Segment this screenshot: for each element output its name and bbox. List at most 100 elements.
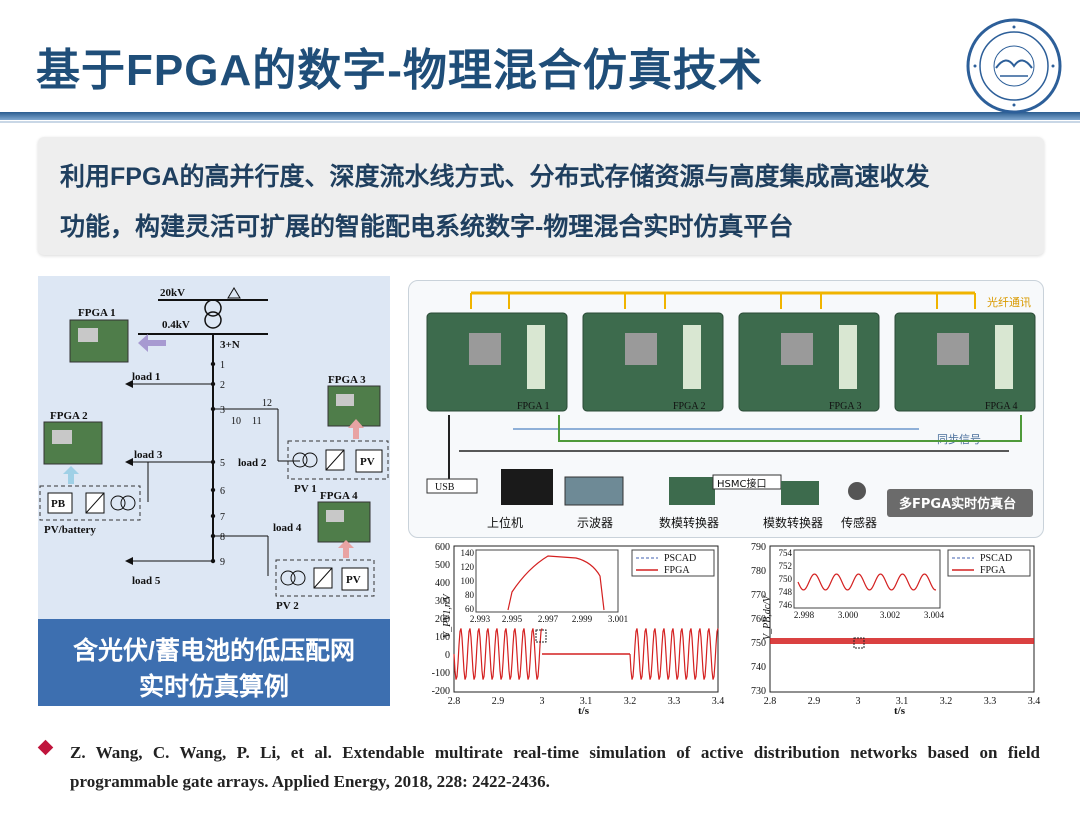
svg-text:-200: -200 xyxy=(432,686,450,697)
dac-icon xyxy=(669,477,715,505)
svg-text:10: 10 xyxy=(231,416,241,427)
svg-text:FPGA 1: FPGA 1 xyxy=(517,401,550,412)
usb-box xyxy=(426,478,478,494)
title-divider xyxy=(0,112,1080,120)
summary-box: 利用FPGA的高并行度、深度流水线方式、分布式存储资源与高度集成高速收发 功能，… xyxy=(38,137,1044,255)
caption-line-1: 含光伏/蓄电池的低压配网 xyxy=(73,637,355,665)
svg-text:7: 7 xyxy=(220,512,225,523)
label-load5: load 5 xyxy=(132,575,161,587)
svg-text:750: 750 xyxy=(751,638,766,649)
label-load2: load 2 xyxy=(238,457,267,469)
svg-text:多FPGA实时仿真台: 多FPGA实时仿真台 xyxy=(899,496,1016,512)
svg-text:60: 60 xyxy=(465,604,475,614)
summary-line-1: 利用FPGA的高并行度、深度流水线方式、分布式存储资源与高度集成高速收发 xyxy=(60,163,930,191)
svg-text:3.2: 3.2 xyxy=(624,696,637,707)
svg-text:FPGA: FPGA xyxy=(980,565,1006,576)
svg-text:USB: USB xyxy=(435,482,455,493)
label-fiber: 光纤通讯 xyxy=(987,295,1031,309)
label-scope: 示波器 xyxy=(577,516,613,530)
svg-text:400: 400 xyxy=(435,578,450,589)
svg-text:3: 3 xyxy=(220,405,225,416)
label-fpga4: FPGA 4 xyxy=(320,490,358,502)
svg-text:PB: PB xyxy=(51,498,66,510)
oscilloscope-icon xyxy=(564,476,624,506)
label-fpga2: FPGA 2 xyxy=(50,410,88,422)
university-seal-logo xyxy=(966,18,1062,114)
svg-text:2.9: 2.9 xyxy=(492,696,505,707)
svg-text:3.004: 3.004 xyxy=(924,610,945,620)
label-load3: load 3 xyxy=(134,449,163,461)
transformer-icon xyxy=(204,299,222,317)
circuit-caption: 含光伏/蓄电池的低压配网 实时仿真算例 xyxy=(38,619,390,706)
label-fpga1: FPGA 1 xyxy=(78,307,116,319)
svg-text:6: 6 xyxy=(220,486,225,497)
adc-icon xyxy=(781,481,819,505)
svg-text:PSCAD: PSCAD xyxy=(980,553,1012,564)
fpga-board-photo-4: FPGA 4 xyxy=(894,312,1036,412)
svg-text:8: 8 xyxy=(220,532,225,543)
svg-text:9: 9 xyxy=(220,557,225,568)
svg-text:PV: PV xyxy=(346,574,361,586)
svg-text:5: 5 xyxy=(220,458,225,469)
label-pv1: PV 1 xyxy=(294,483,317,495)
svg-text:HSMC接口: HSMC接口 xyxy=(717,477,766,490)
svg-text:3.4: 3.4 xyxy=(1028,696,1041,707)
summary-line-2: 功能，构建灵活可扩展的智能配电系统数字-物理混合实时仿真平台 xyxy=(60,213,794,241)
svg-text:780: 780 xyxy=(751,566,766,577)
svg-text:3.3: 3.3 xyxy=(984,696,997,707)
fpga-board-4: FPGA 4 xyxy=(317,490,371,543)
svg-text:748: 748 xyxy=(779,587,793,597)
label-load1: load 1 xyxy=(132,371,160,383)
svg-text:FPGA 4: FPGA 4 xyxy=(985,401,1018,412)
label-pv-battery: PV/battery xyxy=(44,524,96,536)
svg-text:3.002: 3.002 xyxy=(880,610,900,620)
label-20kv: 20kV xyxy=(160,287,185,299)
svg-text:3.1: 3.1 xyxy=(896,696,909,707)
title-divider-thin xyxy=(0,121,1080,123)
svg-text:FPGA: FPGA xyxy=(664,565,690,576)
svg-text:740: 740 xyxy=(751,662,766,673)
svg-text:754: 754 xyxy=(779,548,793,558)
svg-text:2.8: 2.8 xyxy=(764,696,777,707)
fpga-board-1: FPGA 1 xyxy=(69,307,129,363)
svg-text:3.1: 3.1 xyxy=(580,696,593,707)
svg-text:790: 790 xyxy=(751,542,766,553)
svg-text:746: 746 xyxy=(779,600,793,610)
svg-text:140: 140 xyxy=(461,548,475,558)
svg-text:770: 770 xyxy=(751,590,766,601)
fpga-board-photo-2: FPGA 2 xyxy=(582,312,724,412)
svg-text:0: 0 xyxy=(445,650,450,661)
svg-text:3.3: 3.3 xyxy=(668,696,681,707)
label-load4: load 4 xyxy=(273,522,302,534)
diamond-bullet-icon xyxy=(37,739,54,756)
svg-text:3.000: 3.000 xyxy=(838,610,859,620)
svg-text:3: 3 xyxy=(540,696,545,707)
label-fpga3: FPGA 3 xyxy=(328,374,366,386)
svg-text:-100: -100 xyxy=(432,668,450,679)
svg-text:PSCAD: PSCAD xyxy=(664,553,696,564)
svg-text:200: 200 xyxy=(435,614,450,625)
svg-text:FPGA 2: FPGA 2 xyxy=(673,401,706,412)
ylabel-right: V_PB,dc/V xyxy=(762,594,773,640)
svg-text:2.998: 2.998 xyxy=(794,610,815,620)
host-pc-icon xyxy=(501,469,553,505)
svg-text:3.001: 3.001 xyxy=(608,614,628,624)
svg-text:3.2: 3.2 xyxy=(940,696,953,707)
svg-text:120: 120 xyxy=(461,562,475,572)
platform-photo: 光纤通讯 FPGA 1 FPGA 2 FPGA 3 FPGA 4 xyxy=(408,280,1044,538)
label-pv2: PV 2 xyxy=(276,600,299,612)
xlabel-right: t/s xyxy=(894,705,906,716)
svg-text:2.995: 2.995 xyxy=(502,614,523,624)
svg-text:12: 12 xyxy=(262,398,272,409)
platform-diagram: 光纤通讯 FPGA 1 FPGA 2 FPGA 3 FPGA 4 xyxy=(426,291,1036,530)
label-dac: 数模转换器 xyxy=(659,515,719,530)
label-adc: 模数转换器 xyxy=(763,515,823,530)
reference-text: Z. Wang, C. Wang, P. Li, et al. Extendab… xyxy=(70,743,1040,791)
svg-text:11: 11 xyxy=(252,416,262,427)
fpga-board-2: FPGA 2 xyxy=(43,410,103,465)
xlabel-left: t/s xyxy=(578,705,590,716)
fpga-board-photo-1: FPGA 1 xyxy=(426,312,568,412)
svg-text:80: 80 xyxy=(465,590,475,600)
